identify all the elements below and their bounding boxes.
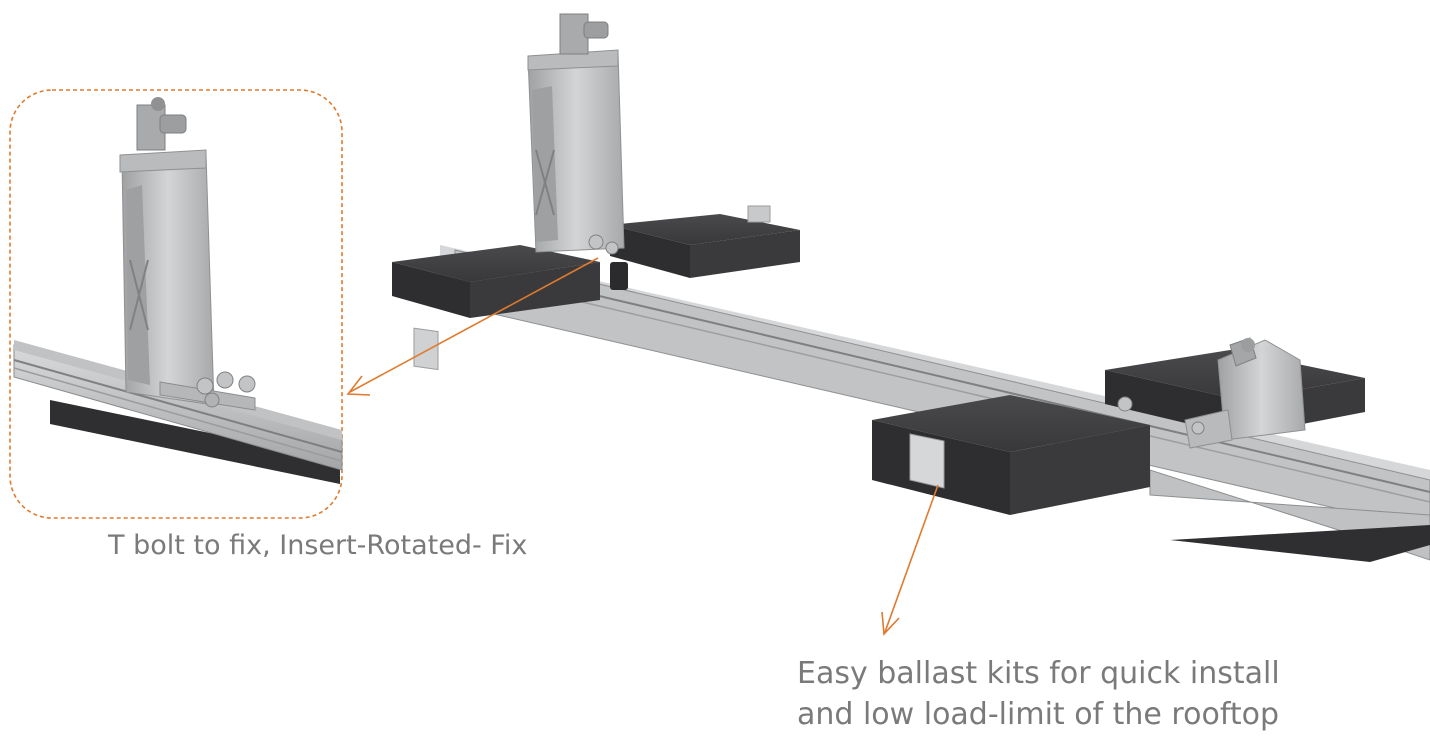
detail-leg-rib-2 (129, 259, 149, 331)
detail-inset-frame (9, 89, 343, 519)
main-assembly (392, 13, 1430, 562)
ballast-caption-line-2: and low load-limit of the rooftop (797, 697, 1280, 732)
arrow-to-detail (346, 257, 599, 396)
detail-caption: T bolt to fix, Insert-Rotated- Fix (108, 530, 528, 561)
detail-leg-web (126, 185, 150, 385)
detail-rail-groove-2 (13, 367, 343, 462)
detail-rail-groove (13, 359, 343, 453)
detail-leg-top-plate (119, 149, 207, 173)
detail-rubber-pad (50, 400, 340, 484)
main-support-leg-left (527, 13, 628, 290)
detail-t-bolts (196, 371, 256, 408)
ballast-caption-line-1: Easy ballast kits for quick install (797, 656, 1280, 691)
arrow-to-ballast-caption (881, 484, 939, 636)
ballast-block-rear-left (610, 205, 800, 278)
ballast-block-front-right (872, 395, 1150, 515)
detail-inset (9, 89, 343, 519)
ballast-caption: Easy ballast kits for quick install and … (797, 653, 1280, 735)
main-support-leg-right (1117, 337, 1306, 449)
detail-top-clamp (136, 97, 187, 151)
ballast-block-front-left (392, 245, 600, 371)
